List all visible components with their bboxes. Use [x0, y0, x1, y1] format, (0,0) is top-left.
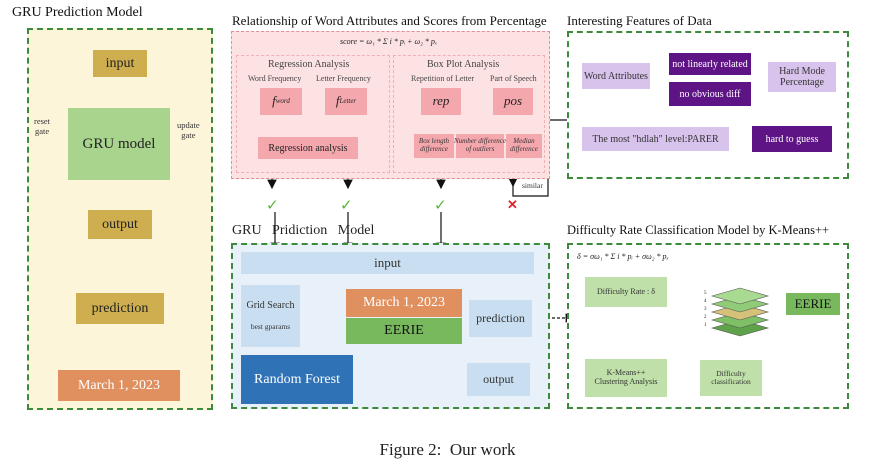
regression-subpanel: [236, 55, 390, 173]
f-word-symbol: f: [272, 93, 276, 109]
features-panel-title: Interesting Features of Data: [567, 13, 712, 28]
layer-label-5: 5: [704, 291, 707, 296]
layer-label-2: 2: [704, 315, 707, 320]
similar-connector: [512, 115, 581, 197]
similar-label: similar: [522, 181, 543, 190]
rf-output-box: output: [467, 363, 530, 396]
box-length-difference: Box length difference: [414, 134, 454, 158]
difficulty-rate-box: Difficulty Rate : δ: [585, 277, 667, 307]
rep-box: rep: [421, 88, 461, 115]
gru-date-box: March 1, 2023: [58, 370, 180, 401]
layer-label-1: 1: [704, 323, 707, 328]
gru-output-box: output: [88, 210, 152, 239]
pos-box: pos: [493, 88, 533, 115]
rf-panel-title: GRU Pridiction Model: [232, 223, 375, 238]
repetition-of-letter-label: Repetition of Letter: [411, 74, 475, 83]
number-difference-outliers: Number difference of outliers: [454, 134, 506, 158]
cross-mark-median: ✕: [507, 197, 518, 212]
score-formula: score = ω₁ * Σ i * pᵢ + ω₂ * pₓ: [340, 37, 438, 46]
not-linearly-related-box: not linearly related: [669, 53, 751, 75]
gru-input-box: input: [93, 50, 147, 77]
delta-formula: δ = σω₁ * Σ i * pᵢ + σω₂ * pₓ: [577, 252, 669, 261]
boxplot-title: Box Plot Analysis: [427, 59, 500, 70]
part-of-speech-label: Part of Speech: [490, 74, 537, 83]
f-word-subscript: word: [275, 96, 290, 105]
boxplot-subpanel: [393, 55, 545, 173]
layer-label-3: 3: [704, 307, 707, 312]
gru-panel-title: GRU Prediction Model: [12, 5, 143, 20]
word-attributes-box: Word Attributes: [582, 63, 650, 89]
best-params-label: best gparams: [250, 322, 291, 332]
check-mark-regression-left: ✓: [266, 198, 279, 214]
rf-date-box: March 1, 2023: [346, 289, 462, 317]
regression-title: Regression Analysis: [268, 59, 350, 70]
rf-input-box: input: [241, 252, 534, 274]
check-mark-regression-right: ✓: [340, 198, 353, 214]
figure-caption: Figure 2: Our work: [379, 440, 516, 459]
gru-model-box: GRU model: [68, 108, 170, 180]
update-gate-label: update gate: [177, 120, 200, 140]
difficulty-classification-box: Difficulty classification: [700, 360, 762, 396]
f-letter-subscript: Letter: [339, 96, 357, 105]
kmeans-clustering-box: K-Means++ Clustering Analysis: [585, 359, 667, 397]
hard-to-guess-box: hard to guess: [752, 126, 832, 152]
hdlah-level-box: The most "hdlah" level:PARER: [582, 127, 729, 151]
gru-prediction-box: prediction: [76, 293, 164, 324]
rf-prediction-box: prediction: [469, 300, 532, 337]
kmeans-result-box: EERIE: [786, 293, 840, 315]
rf-word-box: EERIE: [346, 318, 462, 344]
reset-gate-label: reset gate: [34, 116, 51, 136]
word-frequency-label: Word Frequency: [248, 74, 302, 83]
layer-label-4: 4: [704, 299, 707, 304]
kmeans-panel-title: Difficulty Rate Classification Model by …: [567, 223, 830, 237]
regression-analysis-box: Regression analysis: [258, 137, 358, 159]
random-forest-box: Random Forest: [241, 355, 353, 404]
median-difference: Median difference: [506, 134, 542, 158]
grid-search-label: Grid Search: [246, 300, 295, 312]
no-obvious-diff-box: no obvious diff: [669, 82, 751, 106]
letter-frequency-label: Letter Frequency: [316, 74, 371, 83]
relationship-panel-title: Relationship of Word Attributes and Scor…: [232, 13, 547, 28]
hard-mode-percentage-box: Hard Mode Percentage: [768, 62, 836, 92]
grid-search-box: Grid Search best gparams: [241, 285, 300, 347]
check-mark-boxplot: ✓: [434, 198, 447, 214]
f-letter-symbol: f: [335, 93, 340, 109]
